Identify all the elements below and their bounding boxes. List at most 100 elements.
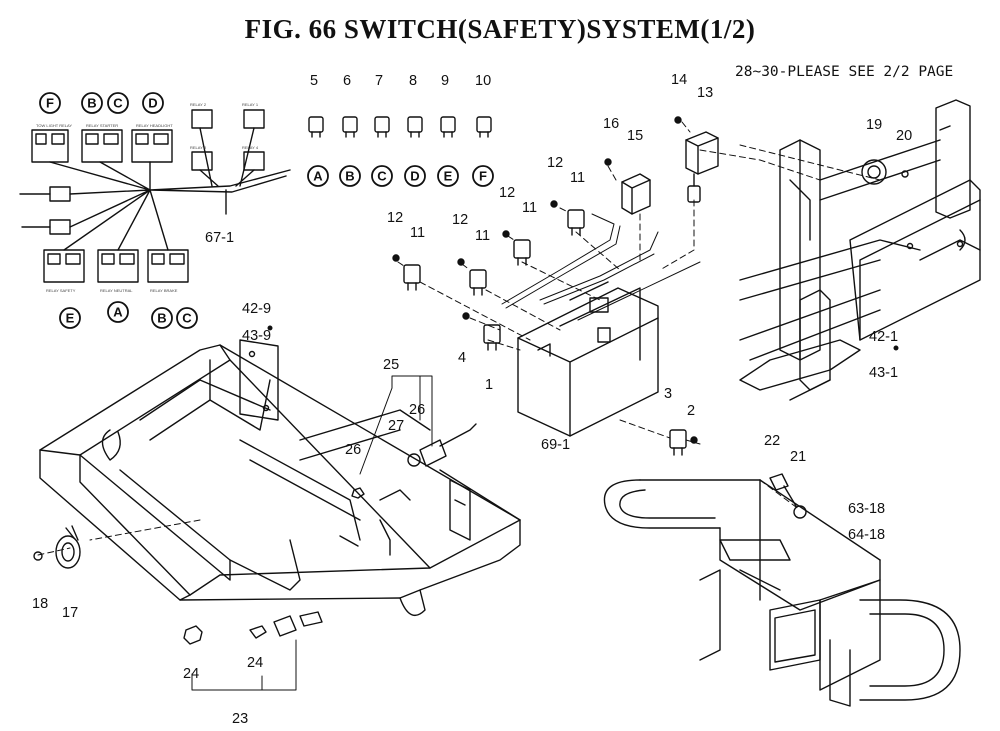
callout-c16: 16: [603, 116, 619, 132]
callout-c9: 9: [441, 73, 449, 89]
callout-c7: 7: [375, 73, 383, 89]
marker-m_top_b: B: [339, 165, 361, 187]
marker-m_top_d: D: [404, 165, 426, 187]
fasteners: [267, 116, 899, 444]
callout-c12a: 12: [547, 155, 563, 171]
svg-text:RELAY HEADLIGHT: RELAY HEADLIGHT: [136, 123, 173, 128]
svg-text:RELAY 3: RELAY 3: [190, 145, 207, 150]
callout-c18: 18: [32, 596, 48, 612]
svg-text:RELAY NEUTRAL: RELAY NEUTRAL: [100, 288, 133, 293]
callout-c13: 13: [697, 85, 713, 101]
callout-c11a: 11: [570, 170, 585, 186]
svg-text:B: B: [87, 96, 96, 111]
control-modules: [621, 131, 719, 215]
svg-text:RELAY 4: RELAY 4: [242, 145, 259, 150]
callout-c26a: 26: [345, 442, 361, 458]
callout-c4: 4: [458, 350, 466, 366]
callout-c26b: 26: [409, 402, 425, 418]
callout-c43_9: 43-9: [242, 328, 271, 344]
figure-title: FIG. 66 SWITCH(SAFETY)SYSTEM(1/2): [244, 14, 756, 44]
marker-m_h_b2: B: [151, 307, 173, 329]
page-reference-note: 28~30-PLEASE SEE 2/2 PAGE: [735, 64, 954, 80]
callout-c69: 69-1: [541, 437, 570, 453]
callout-c1: 1: [485, 377, 493, 393]
marker-m_top_a: A: [307, 165, 329, 187]
front-bumper: [603, 473, 961, 707]
callout-c19: 19: [866, 117, 882, 133]
control-box: [517, 281, 659, 437]
marker-m_h_d: D: [142, 92, 164, 114]
callout-c67: 67-1: [205, 230, 234, 246]
callout-c5: 5: [310, 73, 318, 89]
main-frame: [39, 339, 521, 617]
callout-brackets: [191, 375, 433, 691]
callout-c10: 10: [475, 73, 491, 89]
svg-text:C: C: [182, 311, 192, 326]
svg-text:B: B: [345, 169, 354, 184]
callout-c20: 20: [896, 128, 912, 144]
svg-text:E: E: [66, 311, 75, 326]
horn: [33, 525, 81, 569]
callout-c63: 63-18: [848, 501, 885, 517]
sensor-parts: [183, 611, 323, 645]
callout-c21: 21: [790, 449, 806, 465]
svg-text:F: F: [479, 169, 487, 184]
callout-c24b: 24: [247, 655, 263, 671]
callout-c24a: 24: [183, 666, 199, 682]
leader-lines: [37, 121, 881, 556]
svg-text:TOW LIGHT RELAY: TOW LIGHT RELAY: [36, 123, 72, 128]
marker-m_top_c: C: [371, 165, 393, 187]
callout-c42_1: 42-1: [869, 329, 898, 345]
callout-c2: 2: [687, 403, 695, 419]
callout-c14: 14: [671, 72, 687, 88]
callout-c11d: 11: [410, 225, 425, 241]
wiring-harness: TOW LIGHT RELAY RELAY STARTER RELAY HEAD…: [19, 102, 291, 293]
callout-c22: 22: [764, 433, 780, 449]
relay-row: [308, 116, 492, 138]
marker-m_h_c2: C: [176, 307, 198, 329]
svg-text:RELAY SAFETY: RELAY SAFETY: [46, 288, 76, 293]
marker-m_h_b: B: [81, 92, 103, 114]
svg-text:F: F: [46, 96, 54, 111]
safety-switch-assembly: [351, 423, 477, 499]
callout-c64: 64-18: [848, 527, 885, 543]
callout-c25: 25: [383, 357, 399, 373]
svg-text:C: C: [113, 96, 123, 111]
marker-m_h_e: E: [59, 307, 81, 329]
callout-c42_9: 42-9: [242, 301, 271, 317]
callout-c15: 15: [627, 128, 643, 144]
svg-text:A: A: [313, 169, 323, 184]
horn-top: [861, 159, 909, 185]
svg-text:A: A: [113, 305, 123, 320]
wire-bundles: [501, 213, 701, 321]
rear-frame: [739, 99, 981, 401]
callout-c8: 8: [409, 73, 417, 89]
marker-m_top_f: F: [472, 165, 494, 187]
svg-text:D: D: [148, 96, 157, 111]
svg-text:D: D: [410, 169, 419, 184]
callout-c12b: 12: [499, 185, 515, 201]
callout-c27: 27: [388, 418, 404, 434]
marker-m_h_a: A: [107, 301, 129, 323]
svg-text:B: B: [157, 311, 166, 326]
marker-m_h_c: C: [107, 92, 129, 114]
callout-c11b: 11: [522, 200, 537, 216]
callout-c17: 17: [62, 605, 78, 621]
circle-markers: A B C D E F F B C D E A B C: [39, 92, 494, 329]
callout-c3: 3: [664, 386, 672, 402]
svg-text:E: E: [444, 169, 453, 184]
marker-m_h_f: F: [39, 92, 61, 114]
relays-11: [403, 209, 687, 456]
svg-text:RELAY STARTER: RELAY STARTER: [86, 123, 118, 128]
callout-c12d: 12: [387, 210, 403, 226]
svg-text:RELAY 1: RELAY 1: [242, 102, 259, 107]
svg-text:RELAY 2: RELAY 2: [190, 102, 207, 107]
callout-c23: 23: [232, 711, 248, 727]
svg-text:C: C: [377, 169, 387, 184]
svg-text:RELAY BRAKE: RELAY BRAKE: [150, 288, 178, 293]
marker-m_top_e: E: [437, 165, 459, 187]
callout-c6: 6: [343, 73, 351, 89]
